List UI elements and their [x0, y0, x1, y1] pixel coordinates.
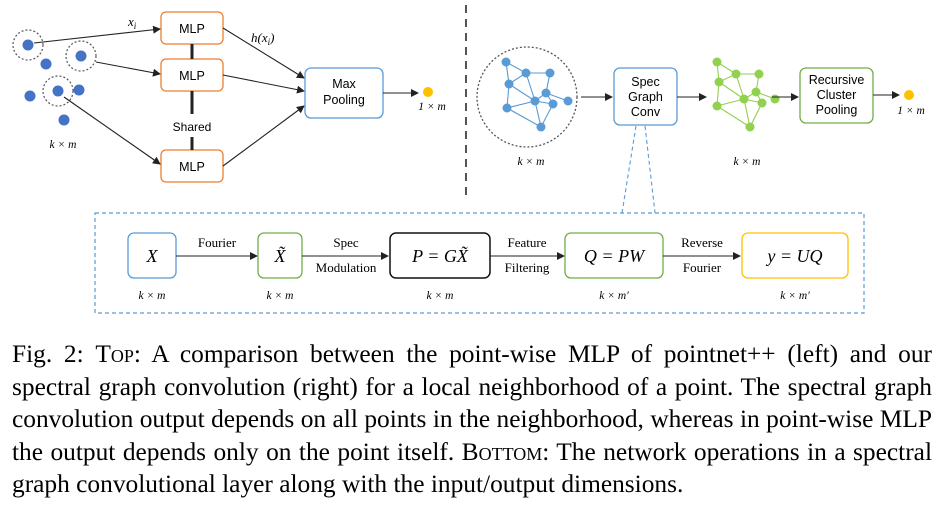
- rcp-line1: Recursive: [809, 73, 865, 87]
- input-graph-blue: [476, 46, 578, 148]
- mid-dim-right: k × m: [734, 156, 761, 168]
- rcp-line3: Pooling: [816, 103, 858, 117]
- edge-reverse: Reverse: [681, 235, 723, 250]
- pipeline-node-q: Q = PW: [584, 246, 646, 266]
- spec-conv-line1: Spec: [631, 75, 660, 89]
- bottom-pipeline: X k × m Fourier X̃ k × m Spec Modulation…: [94, 212, 865, 314]
- caption-bottom-keyword: Bottom: [461, 437, 543, 466]
- figure-caption: Fig. 2: Top: A comparison between the po…: [12, 338, 932, 501]
- pipeline-dim-5: k × m′: [780, 290, 810, 302]
- figure-diagram: MLP MLP MLP Shared xi h(xi) Max Pooling …: [12, 5, 925, 314]
- pipeline-dim-1: k × m: [139, 290, 166, 302]
- left-panel: MLP MLP MLP Shared xi h(xi) Max Pooling …: [12, 11, 446, 183]
- hidden-label-hxi: h(xi): [251, 30, 274, 47]
- output-dim-right: 1 × m: [897, 105, 925, 117]
- pipeline-dim-4: k × m′: [599, 290, 629, 302]
- edge-feature: Feature: [508, 235, 547, 250]
- caption-top-keyword: Top: [95, 340, 134, 368]
- max-pooling-line2: Pooling: [323, 93, 365, 107]
- spec-conv-line3: Conv: [631, 105, 661, 119]
- output-graph-green: [712, 57, 780, 132]
- mlp-box-1: MLP: [179, 22, 205, 36]
- rcp-line2: Cluster: [817, 88, 857, 102]
- output-dim-left: 1 × m: [418, 101, 446, 113]
- pipeline-node-y: y = UQ: [765, 246, 822, 266]
- mlp-box-2: MLP: [179, 69, 205, 83]
- caption-top-text: : A comparison between the point-wise ML…: [12, 340, 932, 466]
- input-dim-right: k × m: [518, 156, 545, 168]
- edge-spec: Spec: [333, 235, 359, 250]
- caption-prefix: Fig. 2:: [12, 340, 96, 368]
- caption-bottom-text: : The network operations in a spectral g…: [12, 437, 932, 499]
- input-label-xi: xi: [127, 14, 137, 31]
- edge-fourier: Fourier: [198, 235, 237, 250]
- pipeline-node-x: X: [146, 246, 159, 266]
- shared-label: Shared: [173, 120, 212, 134]
- edge-fourier-2: Fourier: [683, 260, 722, 275]
- edge-filtering: Filtering: [505, 260, 550, 275]
- edge-modulation: Modulation: [316, 260, 377, 275]
- output-point-left: [423, 87, 433, 97]
- pipeline-dim-3: k × m: [427, 290, 454, 302]
- input-point-cloud-left: [12, 29, 97, 126]
- spec-conv-line2: Graph: [628, 90, 663, 104]
- pipeline-node-xtilde: X̃: [274, 246, 287, 266]
- max-pooling-line1: Max: [332, 77, 356, 91]
- pipeline-node-p: P = GX̃: [411, 246, 469, 266]
- right-panel: k × m Spec Graph Conv: [476, 46, 925, 168]
- mlp-box-3: MLP: [179, 160, 205, 174]
- output-point-right: [904, 90, 914, 100]
- pipeline-dim-2: k × m: [267, 290, 294, 302]
- input-dim-left: k × m: [50, 139, 77, 151]
